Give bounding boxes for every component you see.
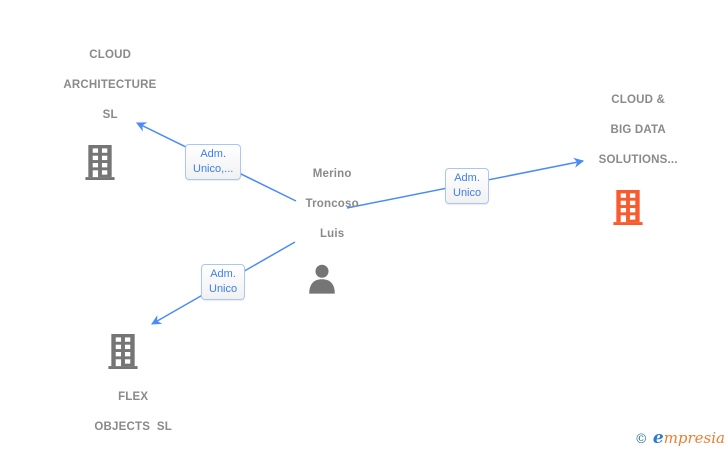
edge-label-line: Unico — [453, 187, 482, 199]
edge-label-line: Adm. — [454, 172, 480, 184]
company-name: CLOUD ARCHITECTURE SL — [43, 33, 156, 138]
company-name: CLOUD & BIG DATA SOLUTIONS... — [578, 78, 678, 183]
company-name-line: BIG DATA — [610, 124, 666, 136]
company-name-line: ARCHITECTURE — [63, 79, 157, 91]
company-name-line: SL — [102, 109, 118, 121]
company-name-line: CLOUD — [89, 49, 132, 61]
edge-label-line: Unico — [209, 283, 238, 295]
edge-label-adm-unico-cloud-architecture[interactable]: Adm. Unico,... — [185, 144, 242, 180]
edge-label-adm-unico-flex-objects[interactable]: Adm. Unico — [201, 264, 246, 300]
company-name-line: SOLUTIONS... — [598, 154, 678, 166]
edge-label-adm-unico-cloud-big-data[interactable]: Adm. Unico — [445, 168, 490, 204]
edge-label-line: Unico,... — [193, 163, 234, 175]
person-name-line: Merino — [312, 168, 352, 180]
empresia-watermark-link[interactable]: © empresia — [635, 428, 725, 448]
person-node-merino-troncoso-luis[interactable]: Merino Troncoso Luis — [270, 152, 374, 294]
person-name-line: Luis — [319, 228, 345, 240]
company-name: FLEX OBJECTS SL — [74, 375, 172, 450]
edge-label-line: Adm. — [210, 268, 236, 280]
building-icon — [613, 190, 643, 225]
copyright-icon: © — [634, 432, 648, 447]
person-name: Merino Troncoso Luis — [285, 152, 359, 257]
empresia-brand-name: mpresia — [663, 429, 725, 447]
company-name-line: FLEX — [118, 391, 149, 403]
empresia-brand-initial: e — [652, 428, 664, 448]
company-node-cloud-big-data[interactable]: CLOUD & BIG DATA SOLUTIONS... — [553, 78, 703, 225]
company-node-flex-objects[interactable]: FLEX OBJECTS SL — [48, 334, 198, 450]
building-icon — [108, 334, 138, 369]
company-name-line: CLOUD & — [611, 94, 666, 106]
building-icon — [85, 145, 115, 180]
company-name-line: OBJECTS SL — [94, 421, 172, 433]
person-icon — [309, 264, 335, 294]
company-node-cloud-architecture[interactable]: CLOUD ARCHITECTURE SL — [30, 33, 170, 180]
edge-label-line: Adm. — [200, 148, 227, 160]
person-name-line: Troncoso — [305, 198, 359, 210]
